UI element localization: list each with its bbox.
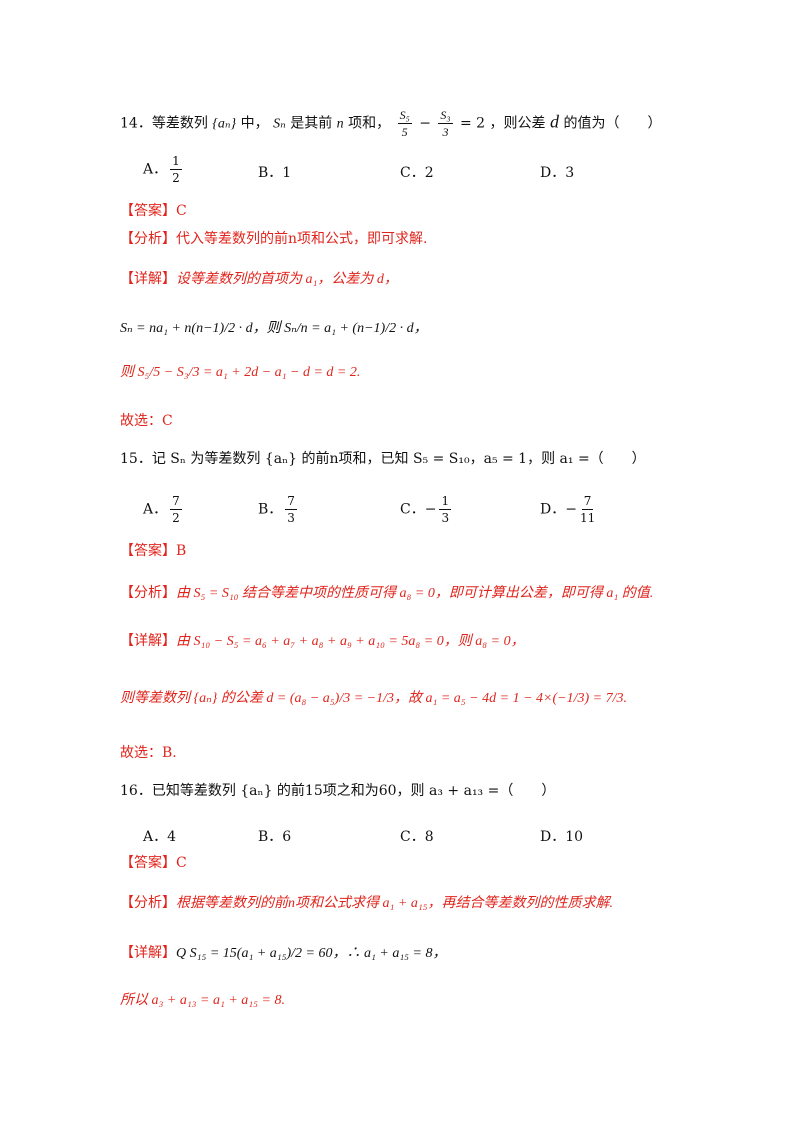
q16-detail-2: 所以 a₃ + a₁₃ = a₁ + a₁₅ = 8. [120,993,285,1008]
q15-detail-2: 则等差数列 {aₙ} 的公差 d = (a₈ − a₅)/3 = −1/3，故 … [120,691,627,706]
detail-text: 由 S₁₀ − S₅ = a₆ + a₇ + a₈ + a₉ + a₁₀ = 5… [176,634,525,649]
q14-analysis: 【分析】代入等差数列的前n项和公式，即可求解. [120,232,427,246]
analysis-label: 【分析】 [120,585,176,601]
q16-option-a: A．4 [143,829,177,845]
q14-text-d: 项和， [348,115,391,132]
q16-detail: 【详解】Q S₁₅ = 15(a₁ + a₁₅)/2 = 60，∴ a₁ + a… [120,946,447,961]
q15-analysis: 【分析】由 S₅ = S₁₀ 结合等差中项的性质可得 a₈ = 0，即可计算出公… [120,586,653,601]
q14-n: n [336,116,344,132]
q16-stem: 16．已知等差数列 {aₙ} 的前15项之和为60，则 a₃ + a₁₃ =（ … [120,783,556,799]
q16-option-b: B．6 [258,829,292,845]
q14-formula-1: Sₙ = na₁ + n(n−1)/2 · d，则 Sₙ/n = a₁ + (n… [120,321,428,336]
q14-option-b: B．1 [258,165,292,181]
detail-text: Q S₁₅ = 15(a₁ + a₁₅)/2 = 60，∴ a₁ + a₁₅ =… [176,946,447,961]
q14-formula-2: 则 S₅/5 − S₃/3 = a₁ + 2d − a₁ − d = d = 2… [120,365,361,380]
q14-d: d [550,111,559,132]
detail-label: 【详解】 [120,945,176,961]
analysis-label: 【分析】 [120,231,176,247]
q14-answer: 【答案】C [120,203,187,219]
q14-text-c: 是其前 [290,115,333,132]
q14-detail: 【详解】设等差数列的首项为 a₁，公差为 d， [120,272,398,287]
q15-choice: 故选：B. [120,745,177,761]
q16-analysis: 【分析】根据等差数列的前n项和公式求得 a₁ + a₁₅，再结合等差数列的性质求… [120,896,613,911]
q14-text-e: ，则公差 [489,115,546,132]
analysis-text: 根据等差数列的前n项和公式求得 a₁ + a₁₅，再结合等差数列的性质求解. [176,896,614,911]
detail-text: 设等差数列的首项为 a₁，公差为 d， [176,272,398,287]
q14-sn: Sₙ [273,116,286,132]
q14-stem-text: 14．等差数列 [120,115,208,132]
q14-minus: − [419,115,431,132]
q16-option-c: C．8 [400,829,434,845]
analysis-text: 由 S₅ = S₁₀ 结合等差中项的性质可得 a₈ = 0，即可计算出公差，即可… [176,586,654,601]
q15-answer: 【答案】B [120,543,187,559]
q14-text-b: 中， [240,115,269,132]
detail-label: 【详解】 [120,271,176,287]
analysis-text: 代入等差数列的前n项和公式，即可求解. [176,231,428,247]
q14-option-d: D．3 [540,165,575,181]
q16-answer: 【答案】C [120,855,187,871]
q15-stem: 15．记 Sₙ 为等差数列 {aₙ} 的前n项和，已知 S₅ = S₁₀，a₅ … [120,451,646,467]
q14-choice: 故选：C [120,413,173,429]
analysis-label: 【分析】 [120,895,176,911]
q14-seq: {aₙ} [212,116,237,132]
q14-text-f: 的值为（ ） [563,115,662,132]
detail-label: 【详解】 [120,633,176,649]
q15-detail: 【详解】由 S₁₀ − S₅ = a₆ + a₇ + a₈ + a₉ + a₁₀… [120,634,525,649]
q14-eq: = 2 [460,115,486,132]
q16-option-d: D．10 [540,829,584,845]
q14-option-c: C．2 [400,165,434,181]
